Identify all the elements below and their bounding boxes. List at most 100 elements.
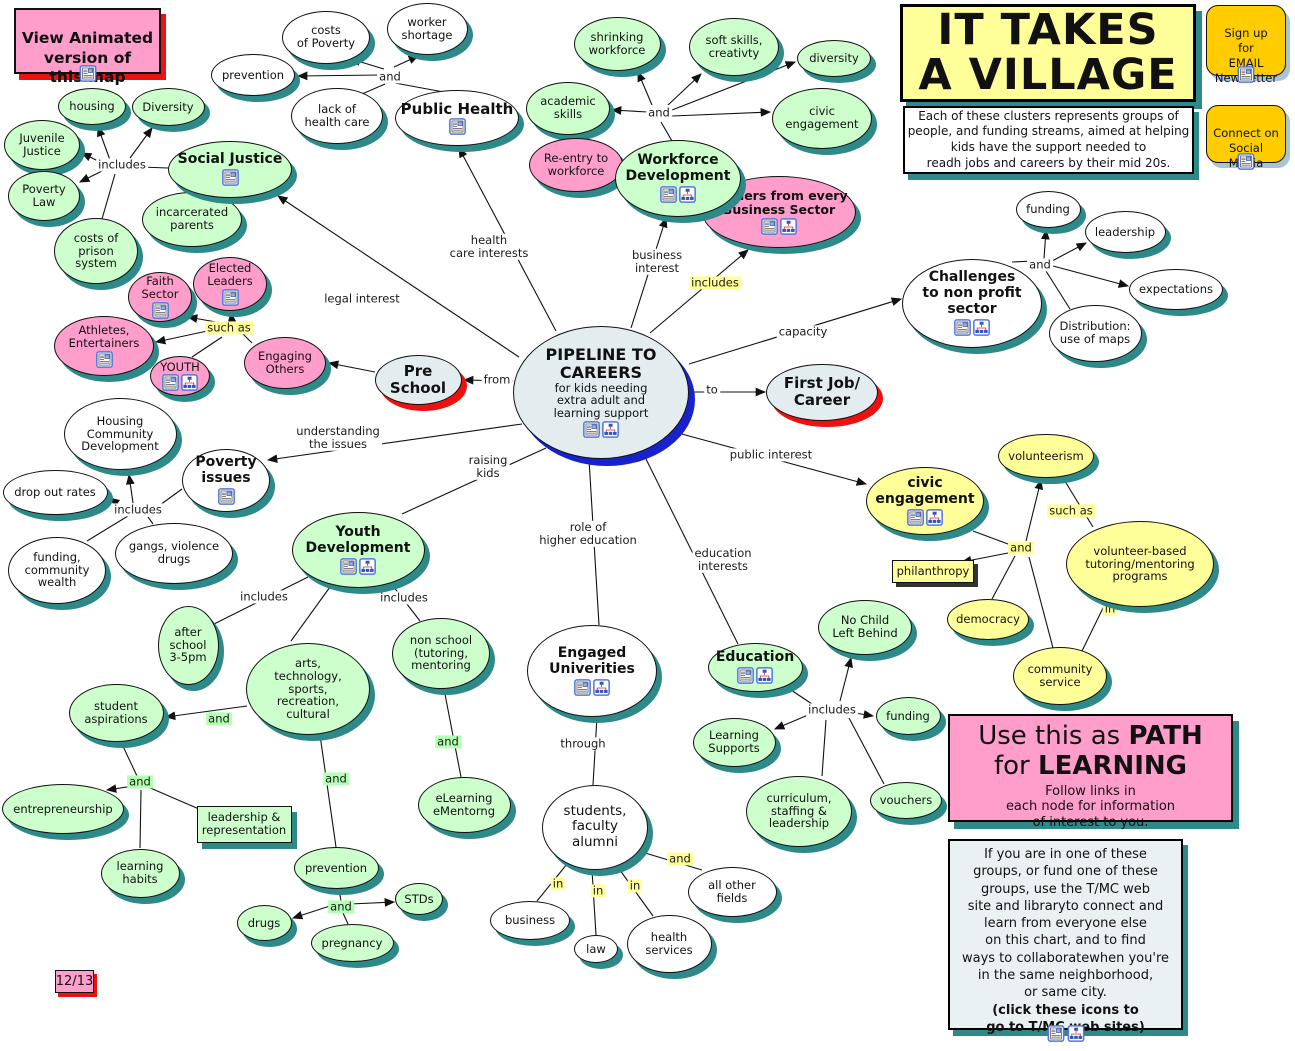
page-icon[interactable]	[583, 421, 600, 438]
page-icon[interactable]	[954, 319, 971, 336]
node-prevention-top[interactable]: prevention	[211, 54, 295, 96]
page-icon[interactable]	[907, 509, 924, 526]
edge-line	[443, 688, 462, 778]
page-icon[interactable]	[449, 118, 466, 135]
page-icon[interactable]	[162, 374, 179, 391]
node-reentry-workforce[interactable]: Re-entry to workforce	[529, 138, 623, 192]
node-volunteer-tutoring-programs[interactable]: volunteer-based tutoring/mentoring progr…	[1066, 521, 1214, 607]
page-icon[interactable]	[737, 667, 754, 684]
node-philanthropy[interactable]: philanthropy	[892, 559, 974, 583]
node-student-aspirations[interactable]: student aspirations	[68, 684, 164, 742]
node-label: Social Justice	[177, 151, 283, 168]
node-business[interactable]: business	[490, 900, 570, 940]
node-education[interactable]: Education	[707, 642, 803, 692]
node-health-services[interactable]: health services	[626, 915, 712, 973]
node-volunteerism[interactable]: volunteerism	[998, 434, 1094, 478]
node-shrinking-workforce[interactable]: shrinking workforce	[573, 17, 661, 71]
node-civic-engagement-top[interactable]: civic engagement	[772, 87, 872, 149]
node-poverty-issues[interactable]: Poverty issues	[182, 448, 270, 512]
node-faith-sector[interactable]: Faith Sector	[128, 272, 192, 322]
node-learning-habits[interactable]: learning habits	[100, 848, 180, 898]
node-curriculum-staffing[interactable]: curriculum, staffing & leadership	[746, 775, 852, 847]
email-newsletter-button[interactable]: Sign up for EMAIL Newsletter	[1206, 5, 1286, 85]
page-icon[interactable]	[340, 558, 357, 575]
node-after-school[interactable]: after school 3-5pm	[157, 605, 219, 685]
page-icon[interactable]	[222, 169, 239, 186]
node-social-justice[interactable]: Social Justice	[168, 140, 292, 198]
node-community-service[interactable]: community service	[1013, 647, 1107, 705]
node-engaging-others[interactable]: Engaging Others	[244, 337, 326, 389]
node-all-other-fields[interactable]: all other fields	[687, 867, 777, 917]
node-leadership-nonprofit[interactable]: leadership	[1084, 211, 1166, 253]
node-stds[interactable]: STDs	[395, 883, 443, 915]
node-incarcerated-parents[interactable]: incarcerated parents	[142, 191, 242, 247]
node-engaged-univerities[interactable]: Engaged Univerities	[527, 625, 657, 717]
node-public-health[interactable]: Public Health	[395, 90, 519, 146]
sitemap-icon[interactable]	[602, 421, 619, 438]
node-elected-leaders[interactable]: Elected Leaders	[193, 257, 267, 311]
sitemap-icon[interactable]	[780, 218, 797, 235]
node-housing[interactable]: housing	[58, 87, 126, 125]
node-diversity-top[interactable]: diversity	[797, 39, 871, 77]
node-vouchers[interactable]: vouchers	[870, 781, 942, 819]
page-icon[interactable]	[222, 289, 239, 306]
page-icon[interactable]	[152, 302, 169, 319]
node-worker-shortage[interactable]: worker shortage	[386, 3, 468, 55]
node-no-child-left-behind[interactable]: No Child Left Behind	[818, 599, 912, 655]
node-non-school-tutoring[interactable]: non school (tutoring, mentoring	[392, 617, 490, 689]
node-distribution-maps[interactable]: Distribution: use of maps	[1048, 304, 1142, 362]
node-arts-technology[interactable]: arts, technology, sports, recreation, cu…	[246, 643, 370, 735]
sitemap-icon[interactable]	[359, 558, 376, 575]
node-youth-development[interactable]: Youth Development	[291, 512, 425, 588]
node-civic-engagement[interactable]: civic engagement	[866, 467, 984, 535]
sitemap-icon[interactable]	[973, 319, 990, 336]
node-elearning-ementorng[interactable]: eLearning eMentorng	[417, 777, 511, 833]
page-icon[interactable]	[96, 351, 113, 368]
node-housing-community-development[interactable]: Housing Community Development	[63, 398, 177, 470]
node-costs-of-poverty[interactable]: costs of Poverty	[282, 10, 370, 64]
edge-line	[79, 169, 105, 183]
node-athletes-entertainers[interactable]: Athletes, Entertainers	[54, 316, 154, 376]
node-learning-supports[interactable]: Learning Supports	[692, 717, 776, 767]
node-icons	[222, 289, 239, 306]
node-entrepreneurship[interactable]: entrepreneurship	[2, 784, 124, 834]
node-costs-prison-system[interactable]: costs of prison system	[54, 218, 138, 284]
node-funding-community-wealth[interactable]: funding, community wealth	[8, 536, 106, 604]
node-workforce-development[interactable]: Workforce Development	[615, 139, 741, 217]
node-gangs-violence-drugs[interactable]: gangs, violence drugs	[115, 522, 233, 584]
node-expectations[interactable]: expectations	[1129, 268, 1223, 310]
sitemap-icon[interactable]	[181, 374, 198, 391]
view-animated-link[interactable]: View Animated version of this map	[14, 8, 161, 86]
page-icon[interactable]	[218, 488, 235, 505]
node-drop-out-rates[interactable]: drop out rates	[2, 469, 108, 515]
node-democracy[interactable]: democracy	[947, 598, 1029, 640]
node-poverty-law[interactable]: Poverty Law	[8, 171, 80, 221]
node-challenges-nonprofit[interactable]: Challenges to non profit sector	[902, 258, 1042, 348]
node-diversity-left[interactable]: Diversity	[131, 88, 205, 126]
node-students-faculty-alumni[interactable]: students, faculty alumni	[542, 784, 648, 870]
node-academic-skills[interactable]: academic skills	[526, 81, 610, 135]
page-icon[interactable]	[574, 679, 591, 696]
node-funding-education[interactable]: funding	[875, 697, 941, 735]
sitemap-icon[interactable]	[593, 679, 610, 696]
node-pre-school[interactable]: Pre School	[374, 355, 462, 405]
node-leadership-representation[interactable]: leadership & representation	[196, 805, 292, 843]
sitemap-icon[interactable]	[756, 667, 773, 684]
node-lack-of-health-care[interactable]: lack of health care	[291, 88, 383, 144]
social-media-button[interactable]: Connect on Social Media	[1206, 105, 1286, 163]
node-leaders-business-sector[interactable]: Leaders from every Business Sector	[702, 176, 856, 248]
node-law[interactable]: law	[574, 935, 618, 963]
page-icon[interactable]	[660, 186, 677, 203]
node-pregnancy[interactable]: pregnancy	[310, 924, 394, 962]
node-funding-nonprofit[interactable]: funding	[1015, 190, 1081, 228]
page-icon[interactable]	[761, 218, 778, 235]
node-youth[interactable]: YOUTH	[150, 356, 210, 396]
node-juvenile-justice[interactable]: Juvenile Justice	[4, 120, 80, 170]
node-first-job-career[interactable]: First Job/ Career	[766, 363, 878, 421]
sitemap-icon[interactable]	[679, 186, 696, 203]
node-soft-skills-creativty[interactable]: soft skills, creativty	[689, 18, 779, 76]
node-drugs[interactable]: drugs	[236, 905, 292, 941]
node-prevention-bottom[interactable]: prevention	[293, 847, 379, 889]
sitemap-icon[interactable]	[926, 509, 943, 526]
